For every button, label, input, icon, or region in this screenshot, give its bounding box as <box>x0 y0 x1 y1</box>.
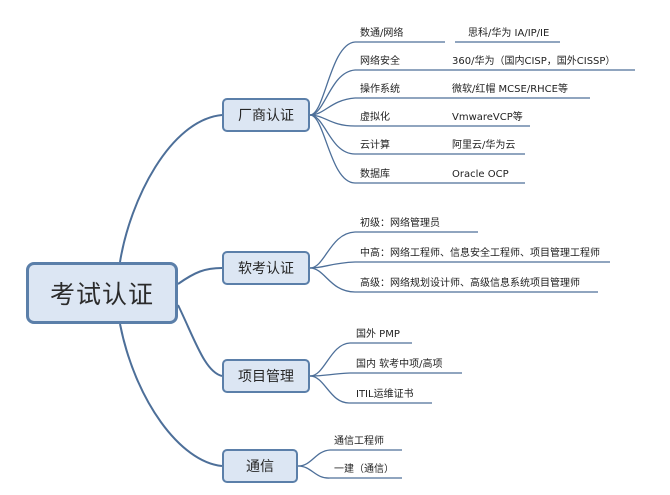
leaf-project-management: 国外 PMP <box>356 329 400 340</box>
root-node[interactable]: 考试认证 <box>26 262 178 324</box>
leaf-project-management: 国内 软考中项/高项 <box>356 359 443 370</box>
connector-pm-1 <box>309 342 351 377</box>
connector-vendor-1 <box>309 41 356 116</box>
connector-vendor-3 <box>309 97 356 116</box>
leaf-ruankao: 中高：网络工程师、信息安全工程师、项目管理工程师 <box>360 248 600 259</box>
connector-comm-1 <box>297 449 331 467</box>
leaf-vendor-value: Oracle OCP <box>452 169 509 180</box>
leaf-ruankao: 高级：网络规划设计师、高级信息系统项目管理师 <box>360 278 580 289</box>
branch-node-vendor-certification[interactable]: 厂商认证 <box>222 98 310 132</box>
connector-comm-2 <box>297 465 331 479</box>
connector-root-vendor <box>119 114 223 263</box>
leaf-vendor-name: 虚拟化 <box>360 112 390 123</box>
branch-node-project-management[interactable]: 项目管理 <box>222 359 310 393</box>
leaf-vendor-name: 数通/网络 <box>360 28 404 39</box>
branch-node-ruankao-certification[interactable]: 软考认证 <box>222 251 310 285</box>
connector-pm-3 <box>309 375 351 404</box>
connector-root-ruankao <box>177 267 223 285</box>
leaf-project-management: ITIL运维证书 <box>356 389 414 400</box>
leaf-vendor-value: 微软/红帽 MCSE/RHCE等 <box>452 84 568 95</box>
leaf-vendor-name: 数据库 <box>360 169 390 180</box>
leaf-vendor-value: 阿里云/华为云 <box>452 140 516 151</box>
leaf-ruankao: 初级：网络管理员 <box>360 218 440 229</box>
leaf-vendor-value: 思科/华为 IA/IP/IE <box>468 28 550 39</box>
connector-root-comm <box>119 323 223 467</box>
connector-root-pm <box>177 304 223 377</box>
leaf-vendor-value: VmwareVCP等 <box>452 112 523 123</box>
leaf-communication: 一建（通信） <box>334 464 394 475</box>
leaf-vendor-name: 云计算 <box>360 140 390 151</box>
connector-vendor-2 <box>309 69 356 116</box>
connector-vendor-6 <box>309 114 356 184</box>
branch-node-communication[interactable]: 通信 <box>222 449 298 483</box>
leaf-vendor-value: 360/华为（国内CISP，国外CISSP） <box>452 56 616 67</box>
connector-ruankao-1 <box>309 231 356 269</box>
leaf-vendor-name: 操作系统 <box>360 84 400 95</box>
leaf-vendor-name: 网络安全 <box>360 56 400 67</box>
leaf-communication: 通信工程师 <box>334 436 384 447</box>
connector-ruankao-3 <box>309 267 356 293</box>
